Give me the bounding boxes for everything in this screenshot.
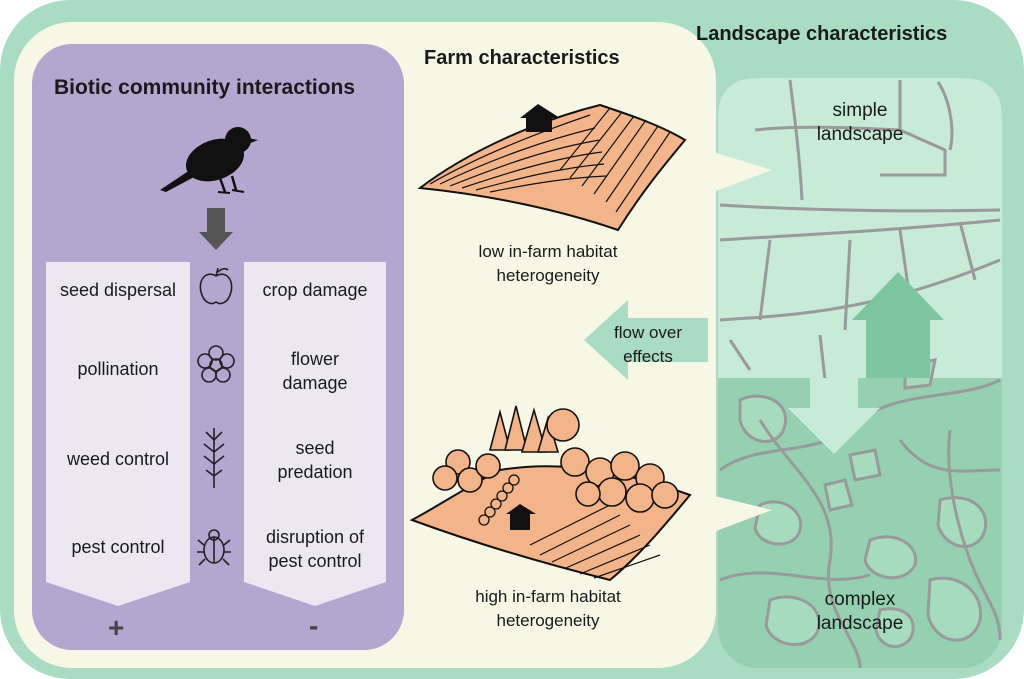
low-heterogeneity-label: low in-farm habitat heterogeneity <box>478 242 618 285</box>
simple-landscape-label: simple landscape <box>816 100 904 145</box>
disservice-item: disruption of pest control <box>265 527 365 571</box>
disservice-item: seed predation <box>277 438 353 482</box>
high-heterogeneity-label: high in-farm habitat heterogeneity <box>475 587 621 630</box>
service-item: weed control <box>66 449 170 469</box>
positive-sign: + <box>108 612 125 643</box>
bird-icon <box>160 127 258 194</box>
service-item: pest control <box>71 537 165 557</box>
flower-icon <box>197 345 235 383</box>
callout-high <box>690 490 772 540</box>
landscape-panel <box>718 78 1002 669</box>
biotic-panel-title: Biotic community interactions <box>54 76 356 99</box>
apple-icon <box>199 267 233 305</box>
beetle-icon <box>197 529 231 566</box>
negative-sign: - <box>309 610 319 641</box>
down-arrow-icon <box>199 208 233 250</box>
disservice-item: flower damage <box>282 349 348 393</box>
down-arrow-icon <box>788 378 880 454</box>
low-farm-illustration <box>417 103 687 232</box>
flow-over-arrow <box>584 300 708 380</box>
flow-over-label: flow over effects <box>613 323 683 366</box>
landscape-panel-title: Landscape characteristics <box>696 23 948 45</box>
service-item: pollination <box>77 359 159 379</box>
simple-field-lines <box>719 79 1001 381</box>
disservice-item: crop damage <box>262 280 368 300</box>
barn-icon <box>506 504 536 530</box>
complex-patches <box>738 358 988 648</box>
services-column <box>46 262 190 606</box>
callout-low <box>690 145 772 200</box>
grass-icon <box>203 428 225 488</box>
up-arrow-icon <box>852 272 944 378</box>
complex-landscape-label: complex landscape <box>816 589 904 634</box>
barn-icon <box>520 104 560 132</box>
disservices-column <box>244 262 386 606</box>
farm-panel-title: Farm characteristics <box>424 47 620 69</box>
service-item: seed dispersal <box>59 280 177 300</box>
high-farm-illustration <box>409 405 692 582</box>
